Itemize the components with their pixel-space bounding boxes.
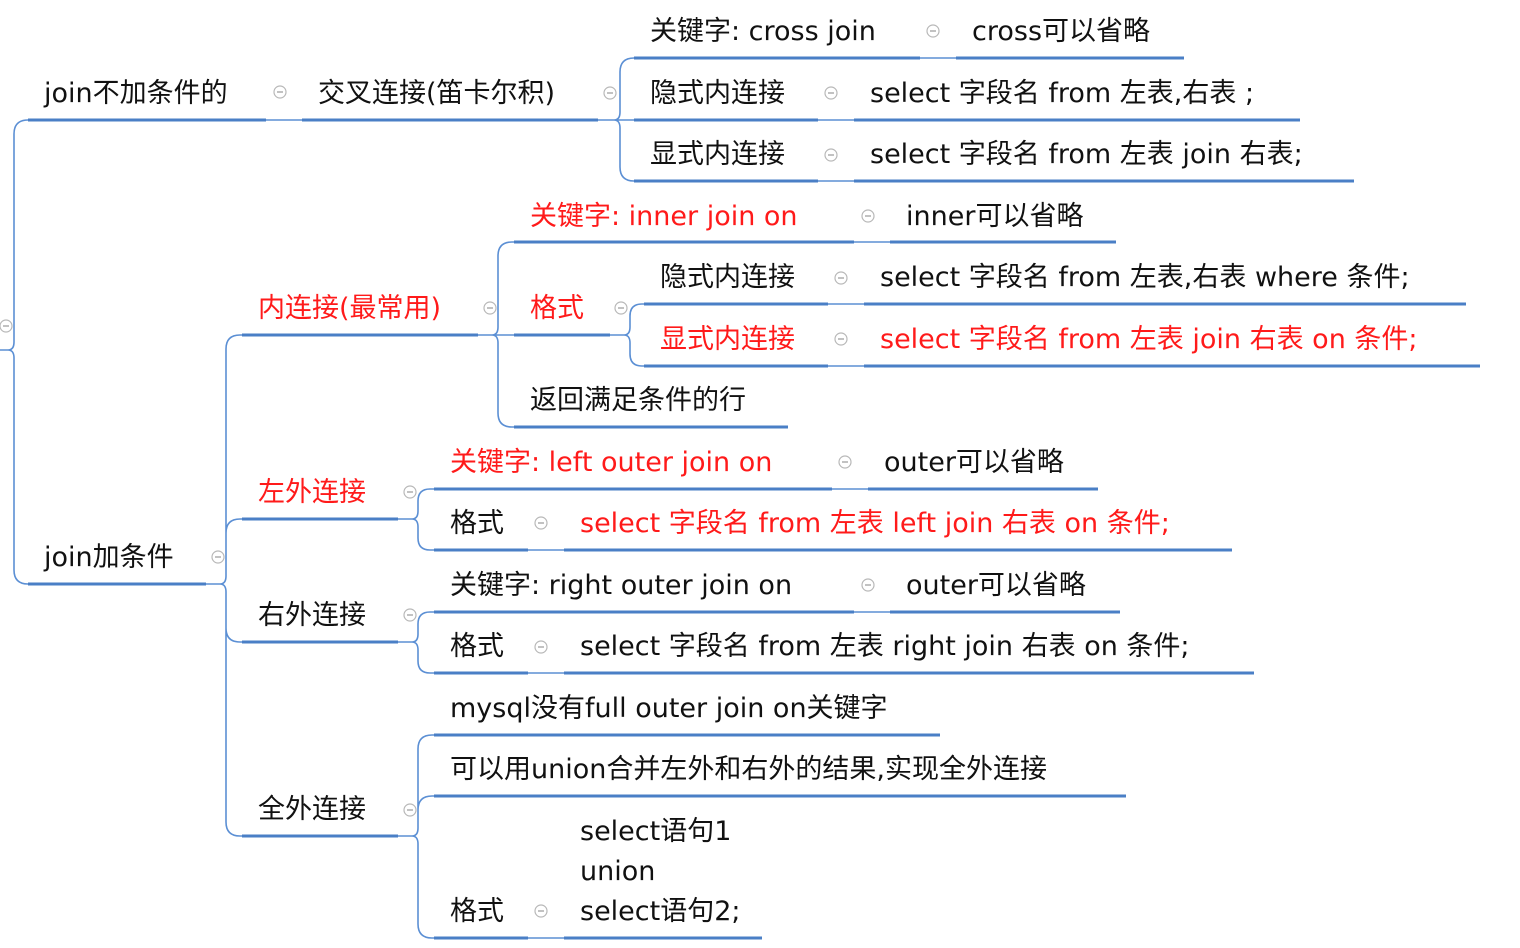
edge-join-with-condition (206, 334, 242, 837)
edge-cross-join (598, 57, 635, 182)
node-left-sql[interactable]: select 字段名 from 左表 left join 右表 on 条件; (580, 508, 1170, 539)
node-left-outer[interactable]: 左外连接 (258, 477, 366, 508)
collapse-right-format-collapse-minus-icon[interactable] (534, 640, 548, 654)
node-join-without-condition[interactable]: join不加条件的 (43, 78, 228, 109)
collapse-cross-join-collapse-minus-icon[interactable] (603, 86, 617, 100)
collapse-left-format-collapse-minus-icon[interactable] (534, 516, 548, 530)
node-right-keyword[interactable]: 关键字: right outer join on (450, 570, 792, 601)
collapse-cross-implicit-collapse-minus-icon[interactable] (824, 86, 838, 100)
node-inner-result[interactable]: 返回满足条件的行 (530, 385, 746, 416)
node-full-sql-line3[interactable]: select语句2; (580, 896, 741, 927)
collapse-inner-implicit-collapse-minus-icon[interactable] (834, 271, 848, 285)
edge-full-outer (398, 734, 434, 939)
collapse-join-without-condition-collapse-minus-icon[interactable] (273, 85, 287, 99)
collapse-right-outer-collapse-minus-icon[interactable] (403, 608, 417, 622)
node-inner-implicit-sql[interactable]: select 字段名 from 左表,右表 where 条件; (880, 262, 1410, 293)
collapse-full-outer-collapse-minus-icon[interactable] (403, 803, 417, 817)
node-inner-implicit[interactable]: 隐式内连接 (660, 262, 795, 293)
edge-inner-format (610, 303, 644, 367)
node-cross-explicit-sql[interactable]: select 字段名 from 左表 join 右表; (870, 139, 1303, 170)
node-full-note1[interactable]: mysql没有full outer join on关键字 (450, 693, 888, 724)
node-join-with-condition[interactable]: join加条件 (43, 542, 174, 573)
node-left-format[interactable]: 格式 (450, 508, 504, 539)
edge-left-outer (398, 488, 434, 551)
node-right-format[interactable]: 格式 (450, 631, 504, 662)
collapse-toggles[interactable] (0, 24, 940, 918)
node-cross-keyword[interactable]: 关键字: cross join (650, 16, 876, 47)
node-right-outer[interactable]: 右外连接 (258, 600, 366, 631)
node-full-format[interactable]: 格式 (450, 896, 504, 927)
collapse-left-outer-collapse-minus-icon[interactable] (403, 485, 417, 499)
edge-root (0, 119, 29, 585)
node-inner-explicit[interactable]: 显式内连接 (660, 324, 795, 355)
node-right-omit[interactable]: outer可以省略 (906, 570, 1086, 601)
connector-lines (0, 57, 956, 939)
collapse-root-collapse-minus-icon[interactable] (0, 319, 13, 333)
node-full-note2[interactable]: 可以用union合并左外和右外的结果,实现全外连接 (450, 754, 1047, 785)
node-full-sql-line2[interactable]: union (580, 856, 655, 887)
node-full-sql-line1[interactable]: select语句1 (580, 816, 731, 847)
node-right-sql[interactable]: select 字段名 from 左表 right join 右表 on 条件; (580, 631, 1190, 662)
node-inner-explicit-sql[interactable]: select 字段名 from 左表 join 右表 on 条件; (880, 324, 1418, 355)
node-cross-implicit-sql[interactable]: select 字段名 from 左表,右表 ; (870, 78, 1254, 109)
collapse-left-keyword-collapse-minus-icon[interactable] (838, 455, 852, 469)
node-full-outer[interactable]: 全外连接 (258, 794, 366, 825)
node-cross-join[interactable]: 交叉连接(笛卡尔积) (318, 78, 555, 109)
collapse-inner-format-collapse-minus-icon[interactable] (614, 301, 628, 315)
node-cross-explicit[interactable]: 显式内连接 (650, 139, 785, 170)
collapse-join-with-condition-collapse-minus-icon[interactable] (211, 550, 225, 564)
node-left-omit[interactable]: outer可以省略 (884, 447, 1064, 478)
node-inner-keyword[interactable]: 关键字: inner join on (530, 201, 798, 232)
collapse-inner-explicit-collapse-minus-icon[interactable] (834, 332, 848, 346)
node-underlines (28, 56, 1480, 940)
collapse-cross-keyword-collapse-minus-icon[interactable] (926, 24, 940, 38)
node-cross-omit[interactable]: cross可以省略 (972, 16, 1150, 47)
edge-right-outer (398, 611, 434, 674)
collapse-right-keyword-collapse-minus-icon[interactable] (861, 578, 875, 592)
node-left-keyword[interactable]: 关键字: left outer join on (450, 447, 772, 478)
node-inner-format[interactable]: 格式 (530, 293, 584, 324)
node-cross-implicit[interactable]: 隐式内连接 (650, 78, 785, 109)
collapse-cross-explicit-collapse-minus-icon[interactable] (824, 148, 838, 162)
node-inner-join[interactable]: 内连接(最常用) (258, 293, 441, 324)
collapse-inner-keyword-collapse-minus-icon[interactable] (861, 209, 875, 223)
edge-inner-join (478, 241, 514, 428)
node-labels: join不加条件的 交叉连接(笛卡尔积) 关键字: cross join cro… (43, 16, 1418, 927)
collapse-inner-join-collapse-minus-icon[interactable] (483, 301, 497, 315)
node-inner-omit[interactable]: inner可以省略 (906, 201, 1083, 232)
collapse-full-format-collapse-minus-icon[interactable] (534, 904, 548, 918)
